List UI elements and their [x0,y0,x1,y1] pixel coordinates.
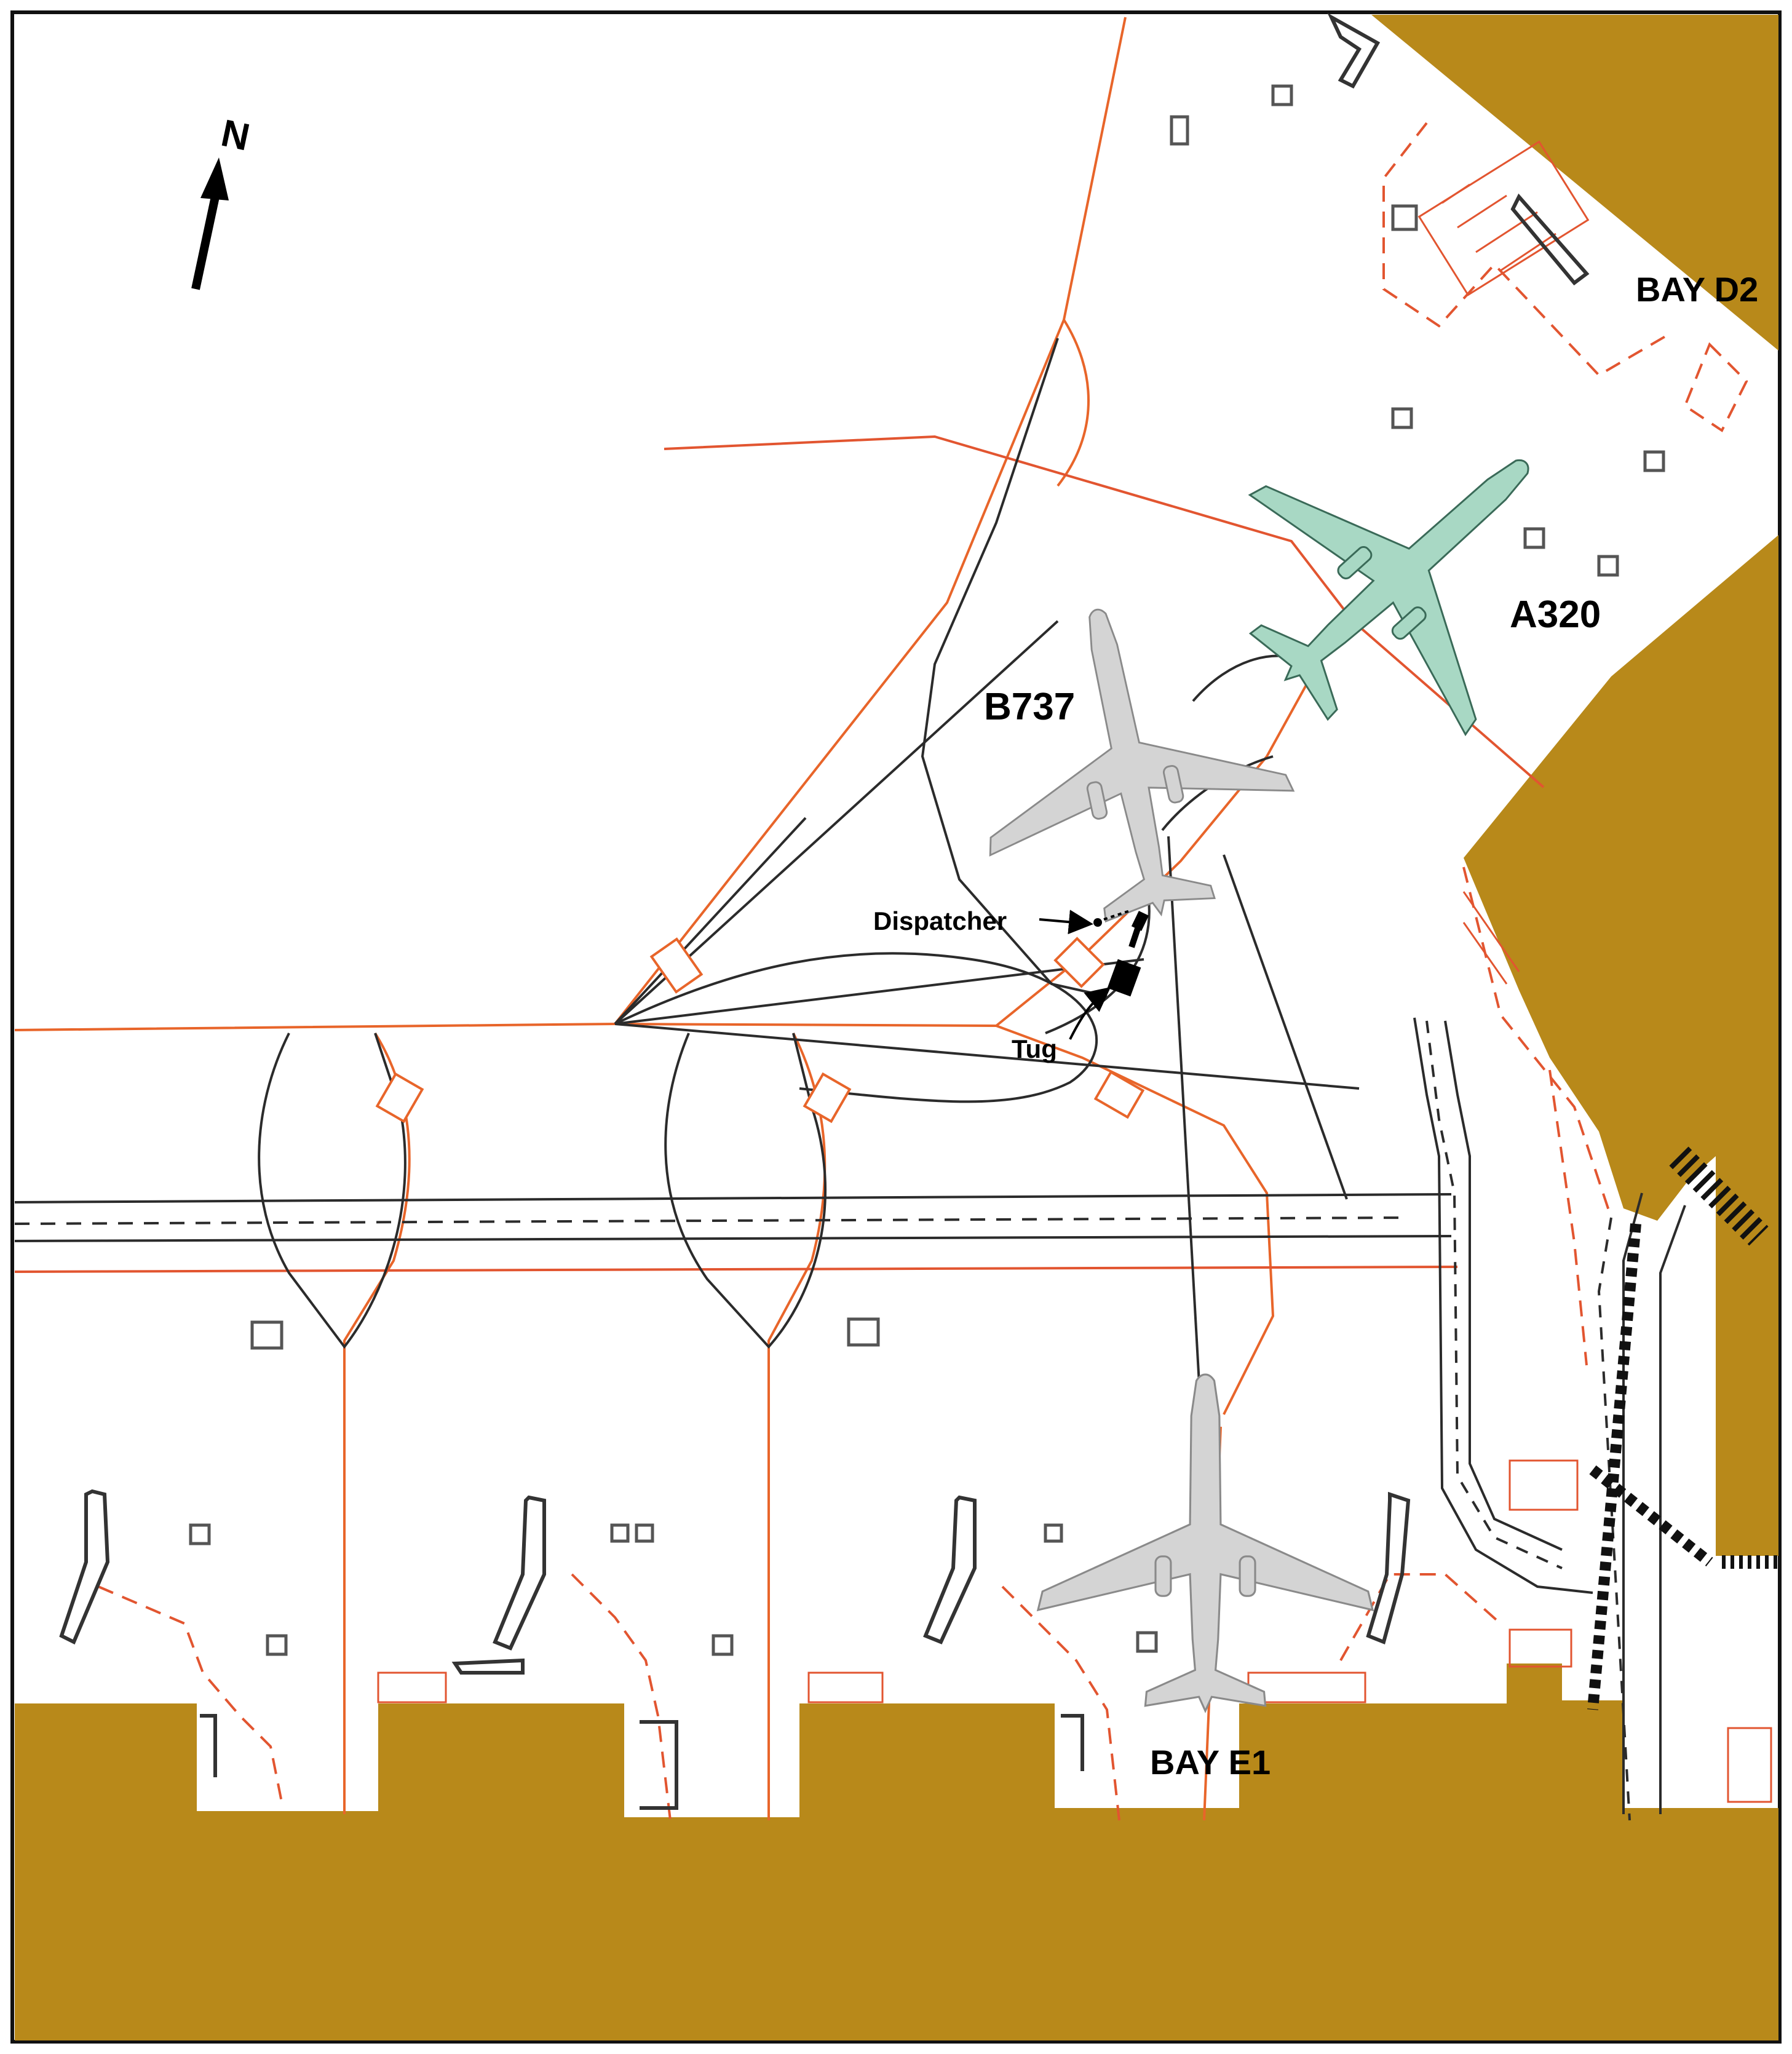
lead-in-signs [375,937,1145,1124]
terminal-north-east [1371,15,1778,351]
tug-label: Tug [1012,1034,1057,1063]
hatched-zones [377,140,1772,1803]
dispatcher-label: Dispatcher [873,906,1007,935]
b737-label: B737 [984,686,1075,728]
tug-arrow-icon [1069,987,1111,1040]
pedestrian-crossings [1587,1146,1778,1710]
ground-markers [189,84,1665,1656]
tug-icon [1107,911,1149,997]
dispatcher-arrow-icon [1039,910,1093,935]
bay-e1-label: BAY E1 [1150,1743,1271,1782]
bay-d2-label: BAY D2 [1636,270,1758,309]
terminal-east-wing [1464,535,1778,1556]
annotation-arrows [1039,910,1111,1040]
stand-outlines [98,122,1748,1821]
stand-boundary-lines [14,435,1545,1273]
jet-bridges [59,12,1590,1810]
a320-label: A320 [1510,593,1601,636]
dispatcher-marker [1093,909,1132,927]
terminal-buildings [15,15,1778,2040]
terminal-south [15,1663,1778,2040]
main-taxiway [14,1017,1686,1821]
